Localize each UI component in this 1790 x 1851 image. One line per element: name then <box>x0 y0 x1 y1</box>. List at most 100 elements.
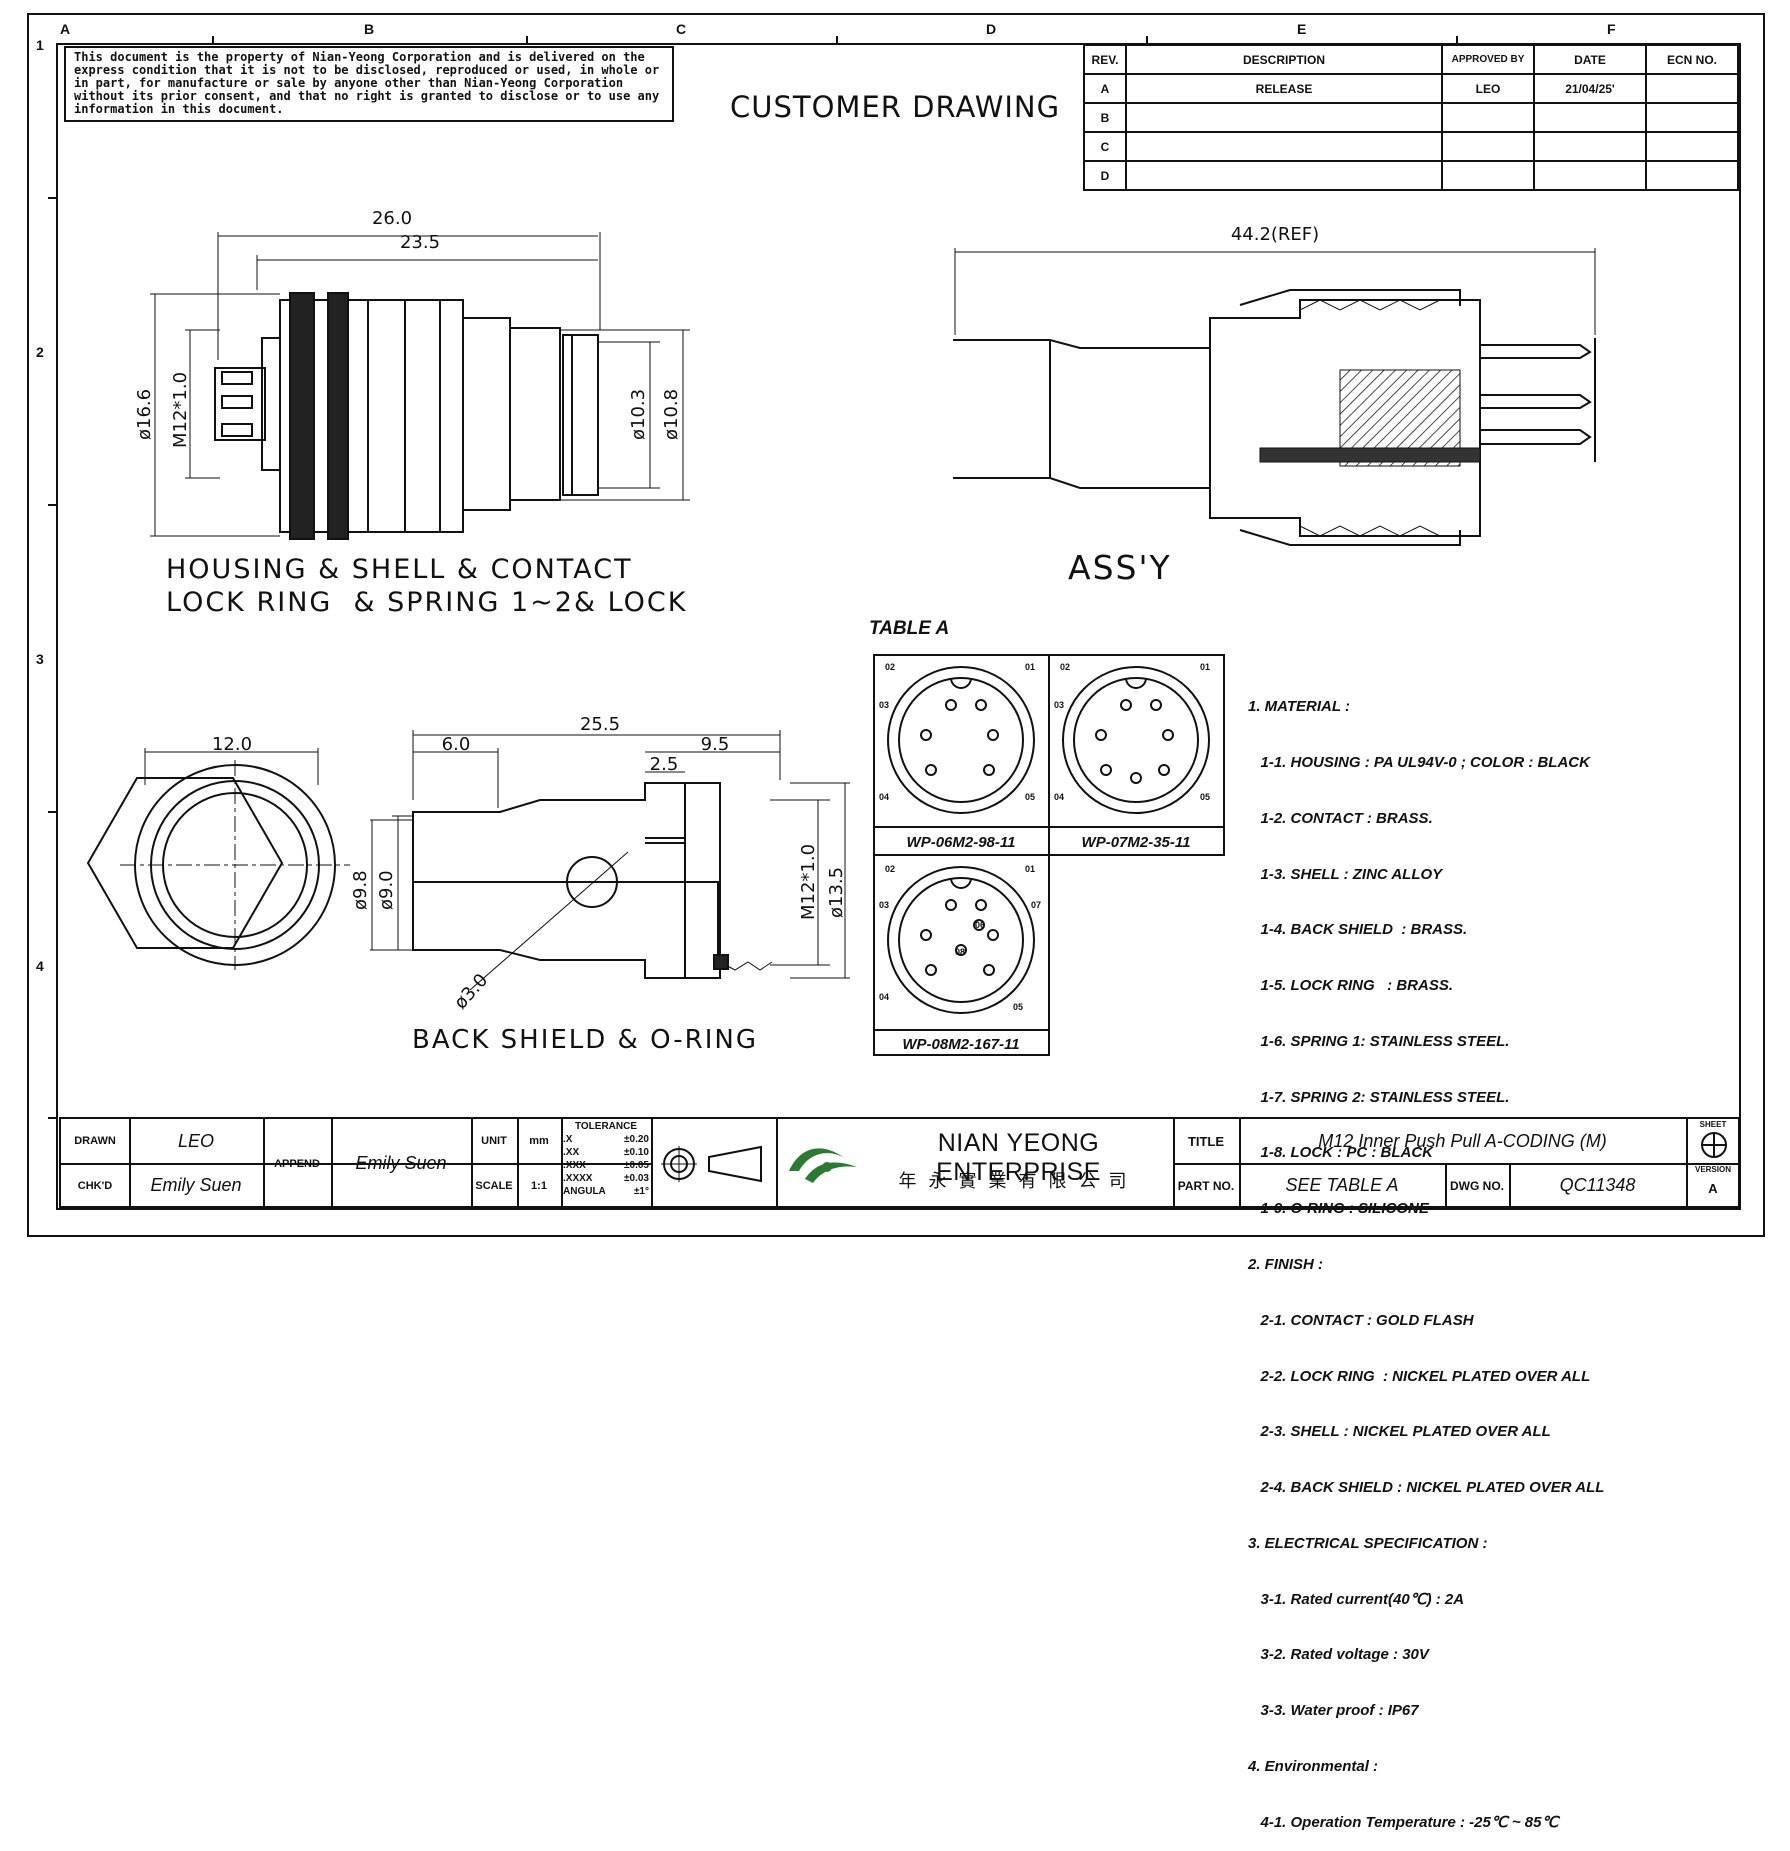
pin-label: 05 <box>1200 792 1210 802</box>
pin-label: 05 <box>1013 1002 1023 1012</box>
rev-header-description: DESCRIPTION <box>1125 44 1443 75</box>
pin-layout-06 <box>887 666 1035 814</box>
grid-col-b: B <box>364 21 374 37</box>
grid-col-f: F <box>1607 21 1616 37</box>
version-value: A <box>1708 1181 1718 1196</box>
rev-a-date: 21/04/25' <box>1533 73 1647 104</box>
spec-line: 1-6. SPRING 1: STAINLESS STEEL. <box>1248 1032 1510 1050</box>
pin-label: 04 <box>879 792 889 802</box>
spec-list: 1. MATERIAL : 1-1. HOUSING : PA UL94V-0 … <box>1248 661 1604 1851</box>
chkd-value: Emily Suen <box>150 1175 242 1195</box>
tol-value: ±0.20 <box>624 1134 649 1145</box>
dwgno-value: QC11348 <box>1559 1175 1636 1195</box>
spec-line: 3. ELECTRICAL SPECIFICATION : <box>1248 1534 1488 1552</box>
append-label: APPEND <box>274 1157 320 1170</box>
pin-label: 02 <box>885 662 895 672</box>
spec-line: 3-2. Rated voltage : 30V <box>1248 1646 1429 1664</box>
dim-side-d9-0: ø9.0 <box>376 870 397 910</box>
pin-label: 01 <box>1025 864 1035 874</box>
title-block: DRAWN LEO CHK'D Emily Suen APPEND Emily … <box>59 1117 1740 1208</box>
pin-layout-08 <box>887 866 1035 1014</box>
dim-hex-12: 12.0 <box>212 734 252 755</box>
pin-label: 04 <box>879 992 889 1002</box>
pin-label: 08 <box>955 947 965 957</box>
rev-c-date <box>1533 131 1647 162</box>
rev-d: D <box>1083 160 1127 191</box>
rev-header-ecn: ECN NO. <box>1645 44 1739 75</box>
spec-line: 2-1. CONTACT : GOLD FLASH <box>1248 1311 1474 1329</box>
rev-header-rev: REV. <box>1083 44 1127 75</box>
pin-layout-07 <box>1062 666 1210 814</box>
tol-key: .X <box>563 1134 573 1145</box>
dim-housing-d10-3: ø10.3 <box>628 389 649 440</box>
pin-label: 02 <box>885 864 895 874</box>
spec-line: 4-1. Operation Temperature : -25℃ ~ 85℃ <box>1248 1813 1559 1831</box>
grid-row-1: 1 <box>36 37 44 53</box>
spec-line: 3-1. Rated current(40℃) : 2A <box>1248 1590 1465 1608</box>
tol-key: .XXX <box>563 1160 586 1171</box>
drawn-label: DRAWN <box>74 1135 116 1147</box>
grid-col-d: D <box>986 21 996 37</box>
rev-b-ecn <box>1645 102 1739 133</box>
projection-symbol-icon <box>661 1145 762 1183</box>
table-a-part-08: WP-08M2-167-11 <box>902 1036 1019 1053</box>
partno-value: SEE TABLE A <box>1285 1175 1399 1195</box>
grid-col-a: A <box>60 21 70 37</box>
drawing-sheet: A B C D E F 1 2 3 4 <box>27 13 1765 1237</box>
dim-housing-23-5: 23.5 <box>400 232 440 253</box>
grid-ticks <box>48 36 1458 1119</box>
table-a-grid <box>873 654 1225 1056</box>
tolerance-title: TOLERANCE <box>574 1121 638 1132</box>
spec-line: 1-8. LOCK : PC : BLACK <box>1248 1144 1434 1162</box>
rev-c: C <box>1083 131 1127 162</box>
rev-c-ecn <box>1645 131 1739 162</box>
spec-line: 1-2. CONTACT : BRASS. <box>1248 809 1433 827</box>
spec-line: 1-7. SPRING 2: STAINLESS STEEL. <box>1248 1088 1510 1106</box>
grid-col-e: E <box>1297 21 1306 37</box>
back-shield-label: BACK SHIELD & O-RING <box>412 1025 758 1055</box>
pin-label: 01 <box>1025 662 1035 672</box>
rev-b-approved <box>1441 102 1535 133</box>
rev-b-description <box>1125 102 1443 133</box>
pin-label: 07 <box>1031 900 1041 910</box>
back-shield-front-view <box>86 748 350 970</box>
outer-border <box>27 13 1765 1237</box>
tol-value: ±0.10 <box>624 1147 649 1158</box>
grid-row-4: 4 <box>36 958 44 974</box>
confidentiality-notice: This document is the property of Nian-Ye… <box>64 46 674 122</box>
spec-line: 4. Environmental : <box>1248 1758 1379 1776</box>
spec-line: 1-4. BACK SHIELD : BRASS. <box>1248 921 1468 939</box>
scale-label: SCALE <box>475 1179 513 1192</box>
drawn-value: LEO <box>177 1130 215 1151</box>
dim-housing-d16-6: ø16.6 <box>134 389 155 440</box>
housing-view <box>150 232 690 540</box>
rev-d-date <box>1533 160 1647 191</box>
rev-a-description: RELEASE <box>1125 73 1443 104</box>
tol-value: ±0.03 <box>624 1173 649 1184</box>
spec-line: 2-2. LOCK RING : NICKEL PLATED OVER ALL <box>1248 1367 1591 1385</box>
pin-label: 03 <box>1054 700 1064 710</box>
spec-line: 1-9. O-RING : SILICONE <box>1248 1200 1429 1218</box>
spec-line: 3-3. Water proof : IP67 <box>1248 1702 1419 1720</box>
tol-value: ±1° <box>633 1186 649 1197</box>
spec-line: 1-1. HOUSING : PA UL94V-0 ; COLOR : BLAC… <box>1248 753 1590 771</box>
dim-side-9-5: 9.5 <box>701 734 730 755</box>
rev-c-approved <box>1441 131 1535 162</box>
spec-line: 1-5. LOCK RING : BRASS. <box>1248 977 1454 995</box>
table-a-title: TABLE A <box>869 618 950 639</box>
dim-housing-26: 26.0 <box>372 208 412 229</box>
partno-label: PART NO. <box>1177 1178 1235 1193</box>
table-a-part-06: WP-06M2-98-11 <box>907 834 1016 851</box>
title-value: M12 Inner Push Pull A-CODING (M) <box>1318 1130 1607 1151</box>
dim-side-25-5: 25.5 <box>580 714 620 735</box>
dim-assembly-44-2: 44.2(REF) <box>1231 224 1319 245</box>
rev-header-date: DATE <box>1533 44 1647 75</box>
spec-line: 2-3. SHELL : NICKEL PLATED OVER ALL <box>1248 1423 1551 1441</box>
table-a-part-07: WP-07M2-35-11 <box>1082 834 1191 851</box>
sheet-symbol-icon <box>1701 1132 1727 1158</box>
inner-border <box>56 43 1741 1210</box>
dim-side-m12: M12*1.0 <box>798 844 819 920</box>
rev-c-description <box>1125 131 1443 162</box>
dim-side-d9-8: ø9.8 <box>350 870 371 910</box>
scale-value: 1:1 <box>531 1179 547 1192</box>
